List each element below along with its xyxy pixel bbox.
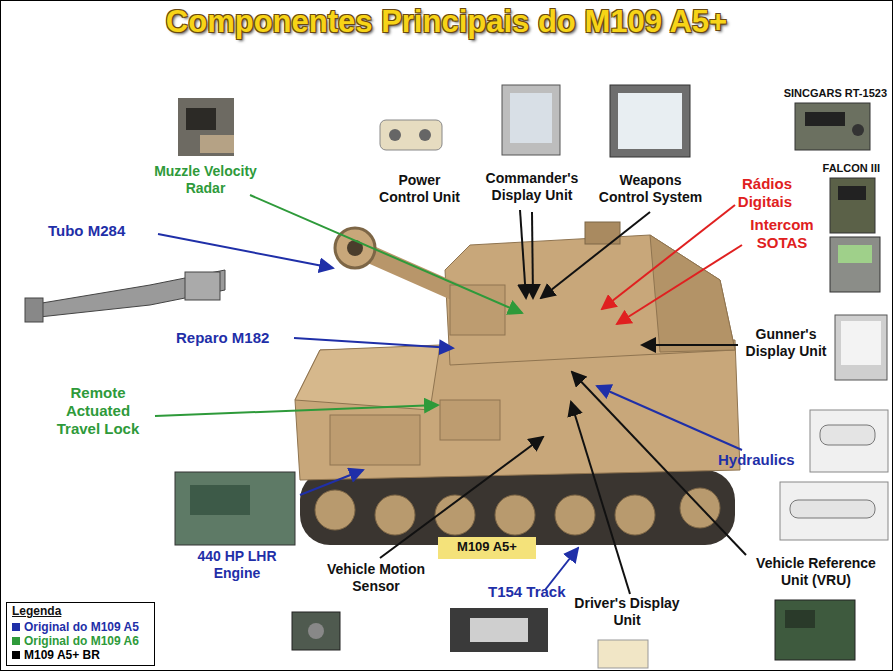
part-label: Rádios Digitais: [708, 175, 792, 211]
legend-swatch: [12, 651, 20, 659]
howitzer: [295, 222, 740, 559]
part-label: Power Control Unit: [372, 172, 467, 206]
part-label: 440 HP LHR Engine: [187, 548, 287, 582]
part-label: Vehicle Motion Sensor: [311, 561, 441, 595]
part-label: Intercom SOTAS: [740, 216, 824, 252]
legend-swatch: [12, 637, 20, 645]
part-label: Driver's Display Unit: [560, 595, 694, 629]
component-pictures: [25, 85, 888, 668]
part-label: Remote Actuated Travel Lock: [45, 384, 151, 438]
legend-row: Original do M109 A6: [12, 634, 139, 648]
legend-row: M109 A5+ BR: [12, 648, 139, 662]
part-label: Hydraulics: [718, 451, 818, 469]
leader-lines: [155, 195, 746, 594]
part-label: Gunner's Display Unit: [738, 326, 834, 360]
part-label: Commander's Display Unit: [482, 170, 582, 204]
legend-text: M109 A5+ BR: [24, 648, 100, 662]
vehicle-tag: M109 A5+: [440, 539, 534, 555]
part-label: SINCGARS RT-1523: [772, 87, 887, 100]
part-label: Weapons Control System: [593, 172, 708, 206]
part-label: Vehicle Reference Unit (VRU): [743, 555, 889, 589]
title: Componentes Principais do M109 A5+: [0, 4, 893, 40]
part-label: Tubo M284: [48, 222, 160, 240]
part-label: Muzzle Velocity Radar: [143, 163, 268, 197]
part-label: FALCON III: [795, 162, 880, 175]
legend-list: Original do M109 A5Original do M109 A6M1…: [12, 620, 139, 662]
legend-text: Original do M109 A5: [24, 620, 139, 634]
legend-swatch: [12, 623, 20, 631]
legend-heading: Legenda: [12, 604, 112, 618]
part-label: Reparo M182: [176, 329, 294, 347]
legend-row: Original do M109 A5: [12, 620, 139, 634]
legend-text: Original do M109 A6: [24, 634, 139, 648]
